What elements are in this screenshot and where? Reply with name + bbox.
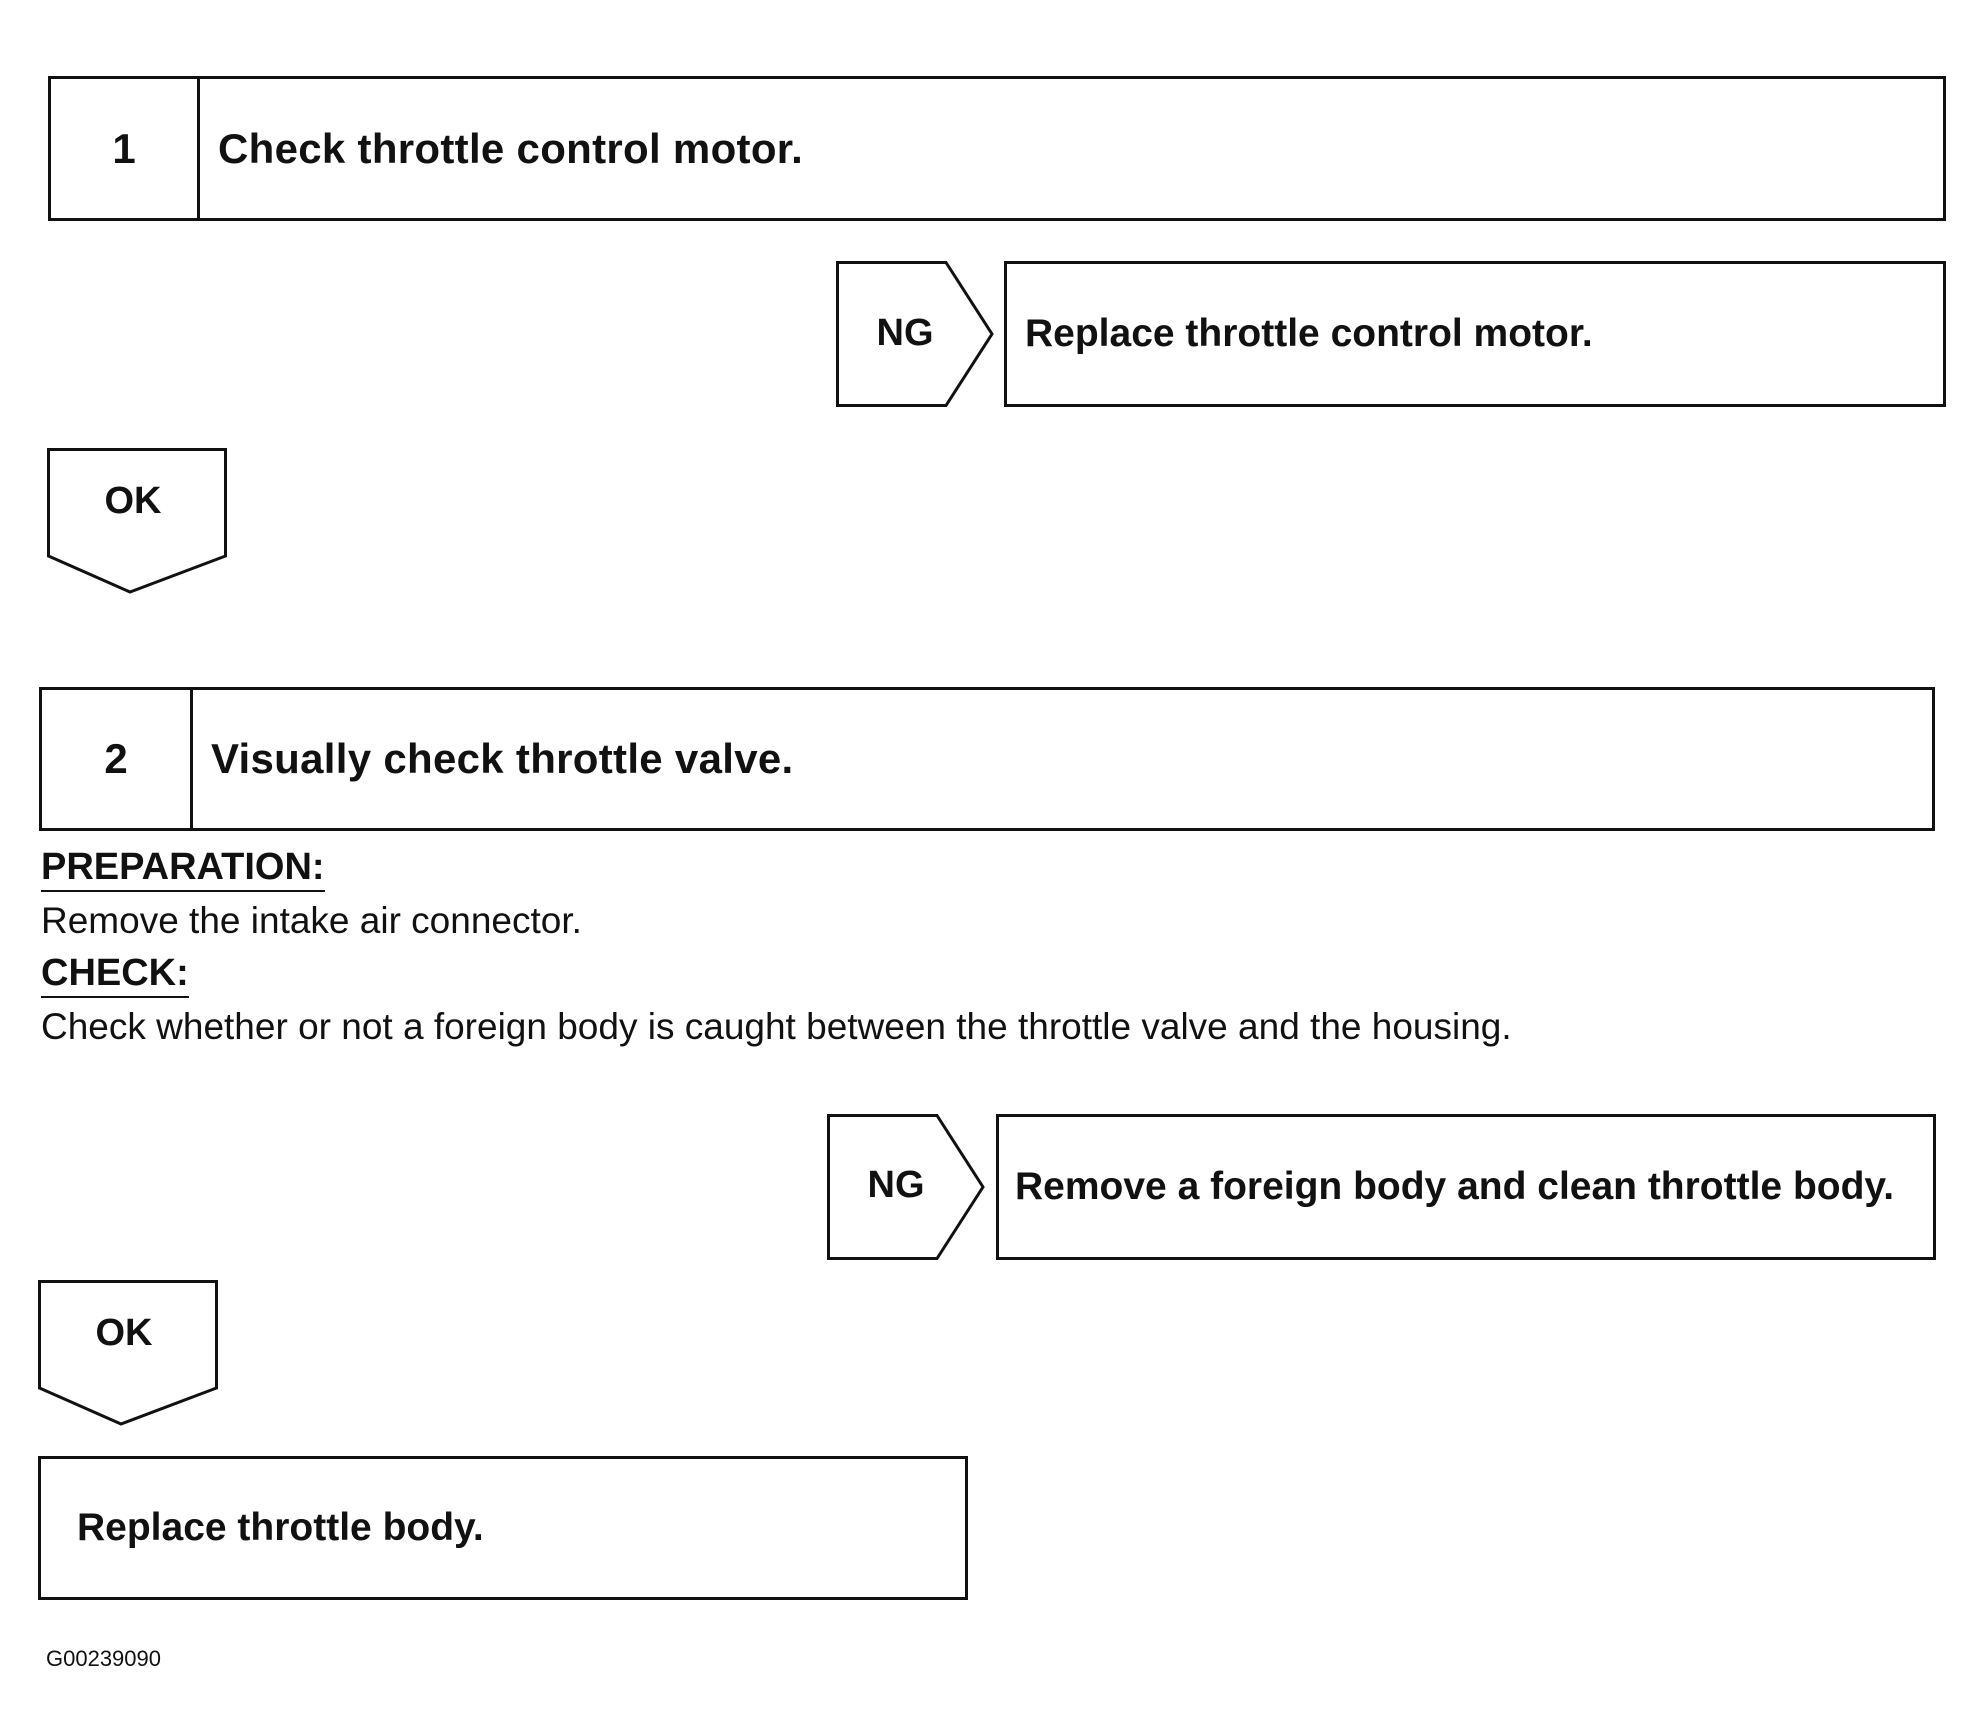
step-2-number: 2	[42, 690, 193, 828]
step-1-ok-label: OK	[104, 480, 162, 522]
step-1-box: 1 Check throttle control motor.	[48, 76, 1946, 221]
final-action-box: Replace throttle body.	[38, 1456, 968, 1600]
step-2-title: Visually check throttle valve.	[211, 735, 794, 782]
step-1-number: 1	[51, 79, 200, 218]
step-1-ok-arrow	[47, 448, 227, 594]
step-1-ng-arrow	[836, 261, 994, 407]
step-2-ok-label: OK	[95, 1312, 153, 1354]
step-1-ng-action: Replace throttle control motor.	[1025, 312, 1593, 355]
preparation-text: Remove the intake air connector.	[41, 900, 582, 941]
step-1-ng-action-box: Replace throttle control motor.	[1004, 261, 1946, 407]
step-1-ng-label: NG	[876, 312, 934, 354]
step-2-ok-arrow	[38, 1280, 218, 1426]
step-2-ng-action: Remove a foreign body and clean throttle…	[1015, 1165, 1895, 1208]
check-section: CHECK:	[41, 952, 189, 998]
preparation-section: PREPARATION:	[41, 846, 325, 892]
step-2-ng-arrow	[827, 1114, 985, 1260]
final-action: Replace throttle body.	[77, 1506, 484, 1549]
check-text: Check whether or not a foreign body is c…	[41, 1006, 1512, 1047]
step-2-box: 2 Visually check throttle valve.	[39, 687, 1935, 831]
preparation-heading: PREPARATION:	[41, 846, 325, 892]
step-1-title: Check throttle control motor.	[218, 124, 804, 172]
step-2-ng-action-box: Remove a foreign body and clean throttle…	[996, 1114, 1936, 1260]
figure-id: G00239090	[46, 1646, 161, 1671]
check-heading: CHECK:	[41, 952, 189, 998]
step-2-ng-label: NG	[867, 1164, 925, 1206]
